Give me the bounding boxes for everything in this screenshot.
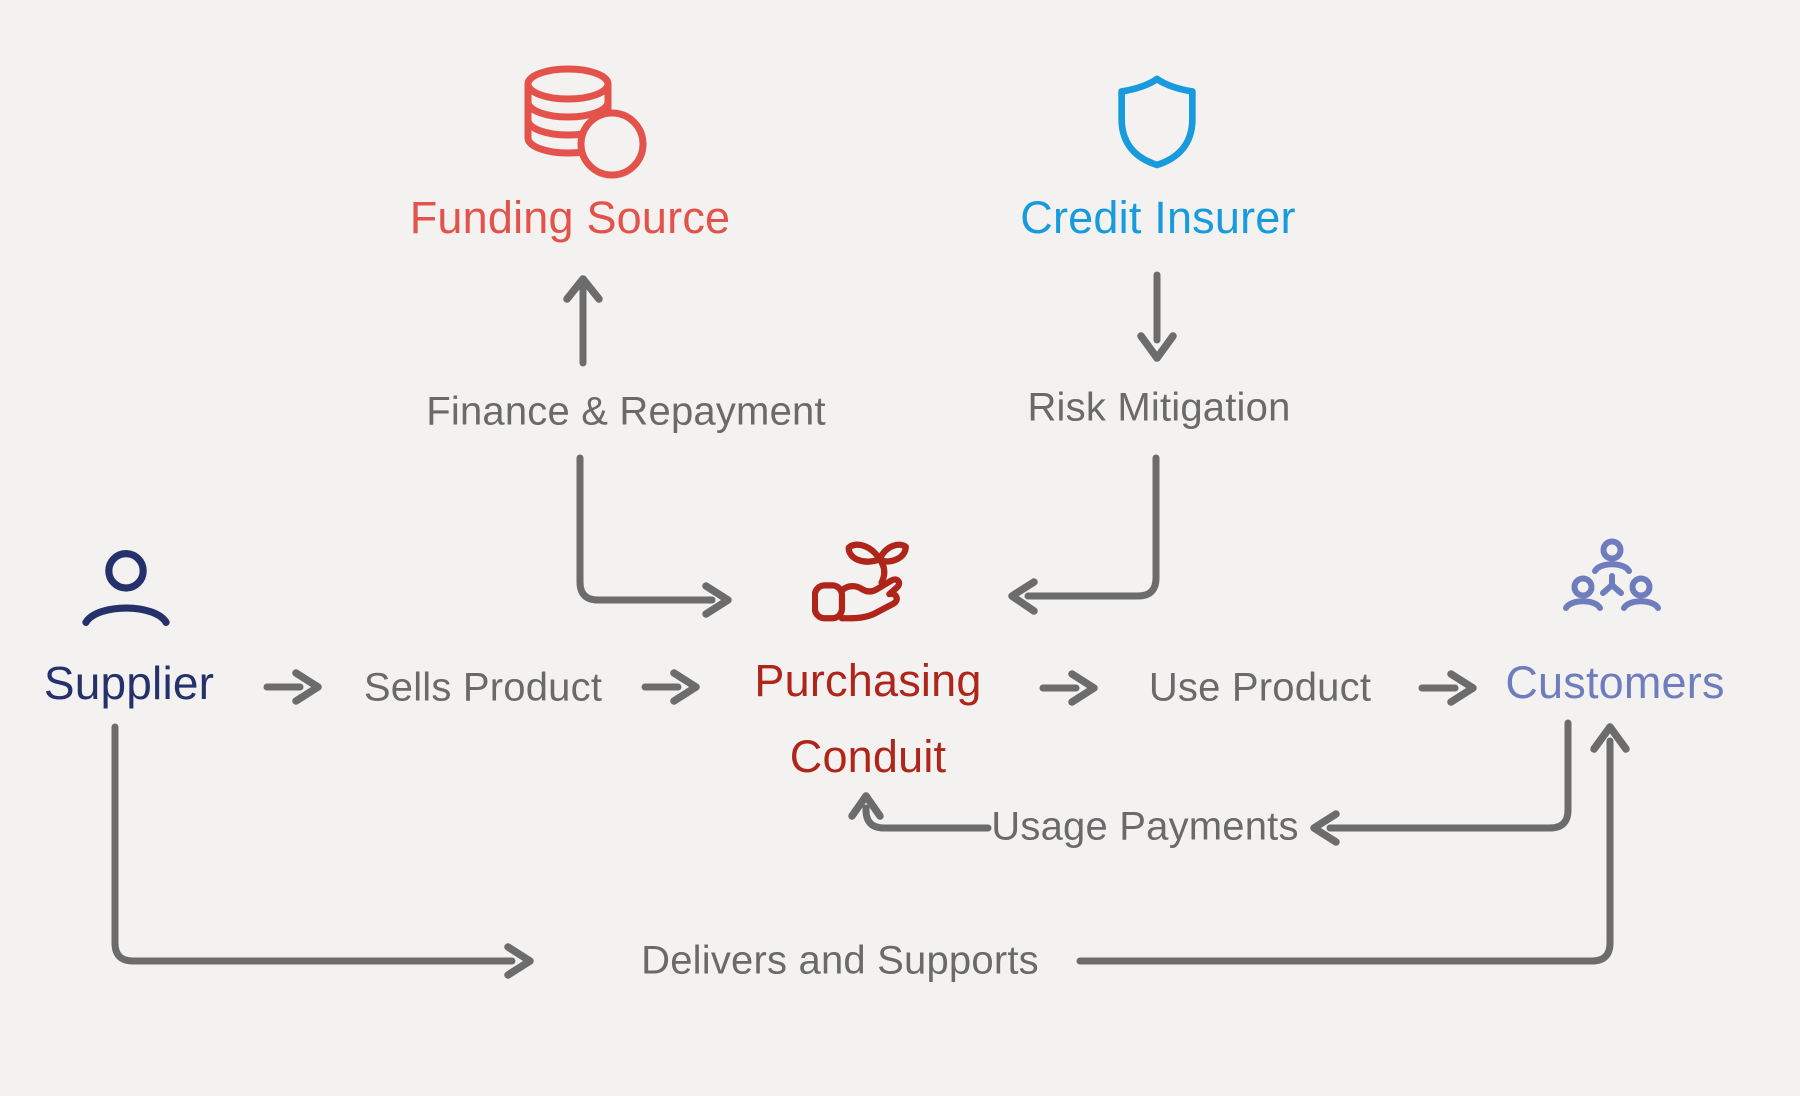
- arrow-finance-elbow: [576, 454, 732, 618]
- delivers-supports-label: Delivers and Supports: [641, 938, 1039, 983]
- coins-icon: [520, 60, 650, 180]
- use-product-label: Use Product: [1148, 665, 1372, 710]
- arrow-usage-left-segment: [848, 792, 992, 832]
- credit-insurer-label: Credit Insurer: [1020, 192, 1296, 243]
- purchasing-conduit-label: Purchasing Conduit: [754, 643, 981, 795]
- hand-sprout-icon: [812, 532, 928, 634]
- arrow-finance-up: [563, 275, 603, 367]
- finance-repayment-label: Finance & Repayment: [426, 389, 826, 434]
- arrow-delivers-left-segment: [111, 723, 534, 979]
- arrow-supplier-sells: [263, 669, 322, 705]
- arrow-risk-down: [1137, 271, 1177, 362]
- purchasing-conduit-label-line1: Purchasing: [754, 655, 982, 706]
- arrow-risk-elbow: [1008, 454, 1160, 615]
- usage-payments-label: Usage Payments: [991, 804, 1299, 849]
- people-group-icon: [1562, 538, 1662, 630]
- person-icon: [78, 546, 174, 630]
- arrow-delivers-right-segment: [1076, 723, 1630, 965]
- arrow-use-customers: [1418, 670, 1477, 706]
- risk-mitigation-label: Risk Mitigation: [1027, 385, 1291, 430]
- customers-label: Customers: [1505, 657, 1725, 708]
- supplier-label: Supplier: [43, 657, 215, 709]
- sells-product-label: Sells Product: [363, 665, 603, 710]
- funding-source-label: Funding Source: [409, 192, 731, 243]
- arrow-conduit-use: [1039, 670, 1098, 706]
- shield-icon: [1114, 72, 1200, 170]
- arrow-sells-conduit: [641, 669, 700, 705]
- arrow-usage-right-segment: [1310, 719, 1572, 846]
- purchasing-conduit-label-line2: Conduit: [789, 731, 947, 782]
